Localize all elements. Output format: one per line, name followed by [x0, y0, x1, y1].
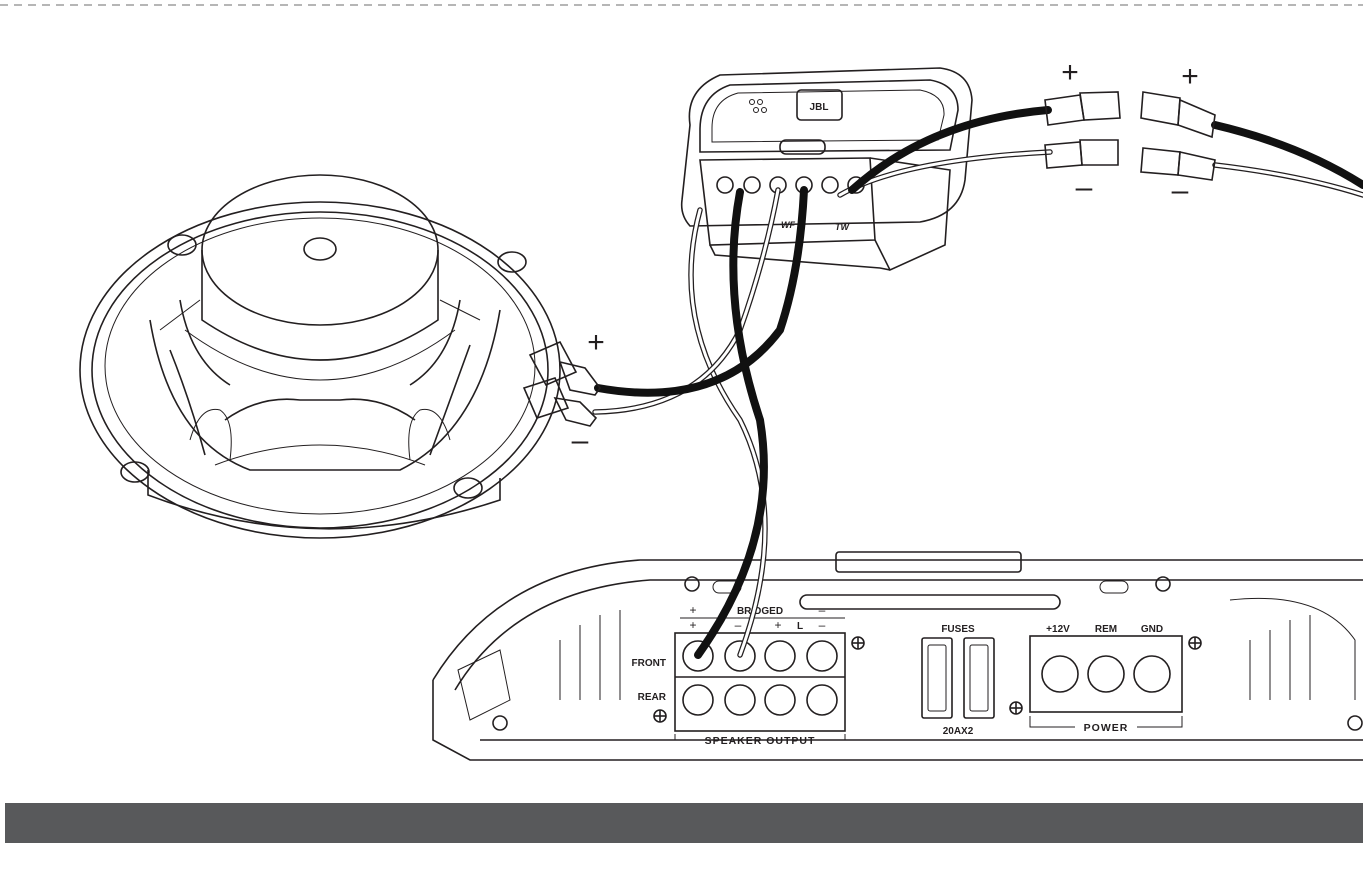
mount-screw-icon	[1189, 637, 1201, 649]
wires	[595, 110, 1363, 655]
tweeter-right-plus-label: +	[1181, 60, 1199, 93]
power-label: POWER	[1084, 722, 1129, 734]
woofer-speaker	[80, 175, 560, 538]
mount-screw-icon	[1010, 702, 1022, 714]
mount-screw-icon	[852, 637, 864, 649]
terminal-label-1: –	[735, 618, 742, 632]
woofer-plus-label: +	[587, 326, 605, 359]
woofer-minus-label: –	[572, 424, 589, 457]
terminal-label-4: –	[819, 618, 826, 632]
terminal-label-3: L	[797, 621, 803, 632]
terminal-label-2: +	[774, 618, 781, 632]
power-terminal-label-2: GND	[1141, 624, 1163, 635]
bridged-label: BRIDGED	[737, 606, 783, 617]
front-label: FRONT	[632, 658, 666, 669]
amplifier: + BRIDGED – + – + L – FRONT REAR	[433, 552, 1363, 760]
tweeter-connectors-left: + –	[1045, 56, 1120, 204]
fuse-rating-label: 20AX2	[943, 726, 974, 737]
mount-screw-icon	[654, 710, 666, 722]
bridged-plus-label: +	[689, 603, 696, 617]
fuses-block: FUSES 20AX2	[922, 624, 994, 737]
power-terminal-label-1: REM	[1095, 624, 1117, 635]
woofer-connectors: + –	[524, 326, 605, 457]
fuses-label: FUSES	[941, 624, 975, 635]
power-terminal-label-0: +12V	[1046, 624, 1070, 635]
bottom-bar	[5, 803, 1363, 843]
tweeter-left-minus-label: –	[1076, 171, 1093, 204]
tweeter-right-minus-label: –	[1172, 174, 1189, 207]
crossover-unit: JBL WF TW	[682, 68, 972, 270]
crossover-brand-text: JBL	[810, 102, 829, 113]
terminal-label-0: +	[689, 618, 696, 632]
speaker-output-label: SPEAKER OUTPUT	[705, 735, 816, 747]
tweeter-left-plus-label: +	[1061, 56, 1079, 89]
rear-label: REAR	[638, 692, 667, 703]
bridged-minus-label: –	[819, 603, 826, 617]
power-block: +12V REM GND POWER	[1010, 624, 1201, 734]
crossover-wf-label: WF	[781, 220, 795, 230]
crossover-tw-label: TW	[835, 222, 850, 232]
tweeter-connectors-right: + –	[1141, 60, 1215, 207]
